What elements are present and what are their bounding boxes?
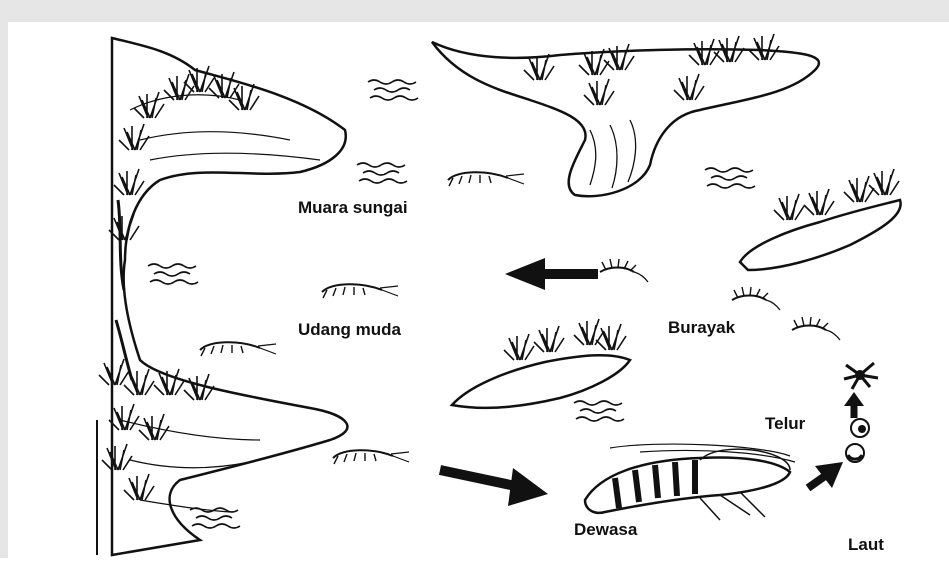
label-estuary: Muara sungai — [298, 198, 408, 218]
arrow-to-sea — [440, 468, 548, 506]
top-vignette — [0, 0, 949, 22]
juvenile-shrimp-small — [200, 342, 276, 356]
juvenile-shrimp — [322, 284, 398, 298]
eggs — [846, 419, 869, 462]
left-shore — [97, 38, 347, 555]
larva-1 — [600, 259, 648, 282]
juvenile-shrimp-estuary — [448, 172, 524, 186]
label-larva: Burayak — [668, 318, 735, 338]
larva-3 — [792, 317, 840, 340]
left-vignette — [0, 0, 8, 558]
label-juvenile: Udang muda — [298, 320, 401, 340]
label-adult: Dewasa — [574, 520, 637, 540]
adult-shrimp — [585, 444, 795, 520]
arrow-eggs-to-nauplius — [844, 392, 864, 418]
arrow-larva-to-juvenile — [505, 258, 598, 290]
label-egg: Telur — [765, 414, 805, 434]
arrow-to-eggs — [808, 462, 843, 488]
shrimp-moving-to-sea — [333, 450, 409, 464]
nauplius-larva — [844, 363, 878, 389]
larva-2 — [732, 287, 780, 310]
center-island — [452, 319, 630, 408]
right-island — [740, 169, 901, 270]
top-island — [432, 34, 819, 196]
label-sea: Laut — [848, 535, 884, 555]
